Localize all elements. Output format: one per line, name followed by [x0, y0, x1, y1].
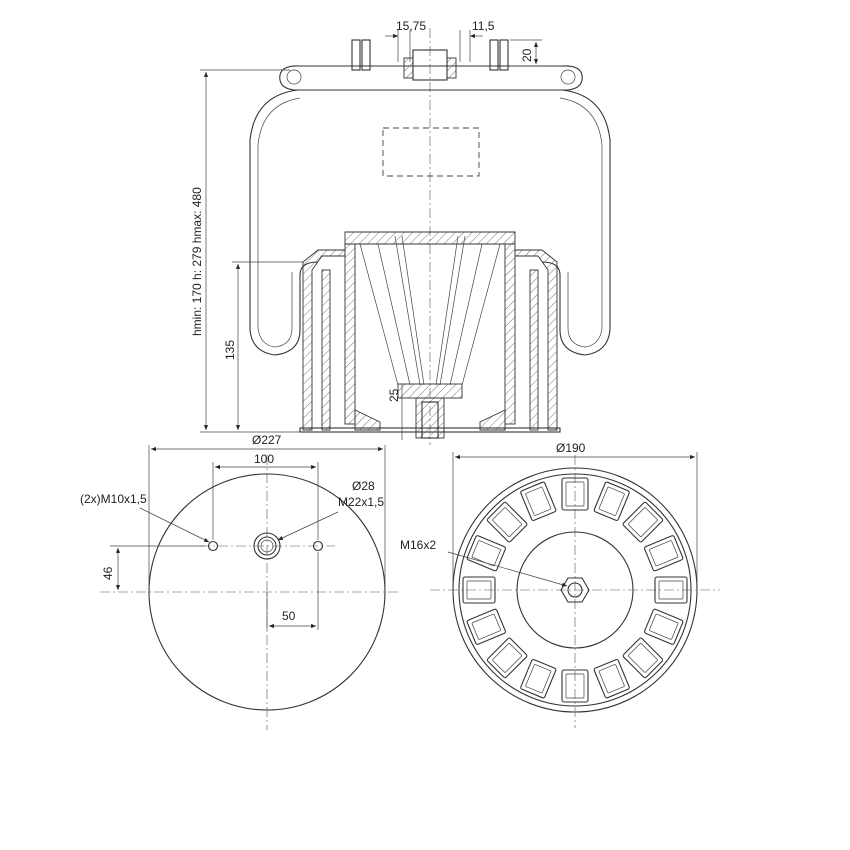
rib-pocket [643, 535, 684, 572]
rib-pocket [593, 481, 630, 522]
dim-offset-horizontal: 50 [282, 609, 296, 623]
label-air-inlet-thread: M22x1,5 [338, 495, 384, 509]
rib-pocket [593, 658, 630, 699]
dim-piston-height: 135 [223, 340, 237, 360]
dim-height-range: hmin: 170 h: 279 hmax: 480 [190, 187, 204, 336]
rib-pocket [643, 608, 684, 645]
dim-insert-height: 25 [387, 388, 401, 402]
dim-top-height: 20 [520, 48, 534, 62]
rib-pocket [486, 501, 528, 543]
rib-pocket [654, 576, 688, 604]
dim-top-right-width: 11,5 [472, 19, 495, 33]
rib-pocket [462, 576, 496, 604]
label-bottom-thread: M16x2 [400, 538, 436, 552]
top-plate-view: Ø227 100 (2x)M10x1,5 Ø28 M22x1,5 46 50 [80, 433, 400, 730]
rib-pocket [466, 535, 507, 572]
rib-pocket [486, 637, 528, 679]
side-view: 15,75 11,5 20 hmin: 170 h: 279 hmax: 480… [190, 19, 611, 445]
rib-pocket [561, 669, 589, 703]
label-side-bolt-thread: (2x)M10x1,5 [80, 492, 147, 506]
dim-bolt-spacing: 100 [254, 452, 274, 466]
dim-top-left-width: 15,75 [396, 19, 426, 33]
piston-rib-pockets [462, 477, 688, 703]
rib-pocket [520, 658, 557, 699]
rib-pocket [466, 608, 507, 645]
dim-top-plate-diameter: Ø227 [252, 433, 282, 447]
dim-piston-diameter: Ø190 [556, 441, 586, 455]
rib-pocket [622, 501, 664, 543]
label-air-inlet-diameter: Ø28 [352, 479, 375, 493]
rib-pocket [561, 477, 589, 511]
dim-offset-vertical: 46 [101, 566, 115, 580]
bottom-hex-nut [560, 577, 590, 603]
piston-bottom-view: Ø190 M16x2 [400, 441, 720, 728]
rib-pocket [520, 481, 557, 522]
rib-pocket [622, 637, 664, 679]
